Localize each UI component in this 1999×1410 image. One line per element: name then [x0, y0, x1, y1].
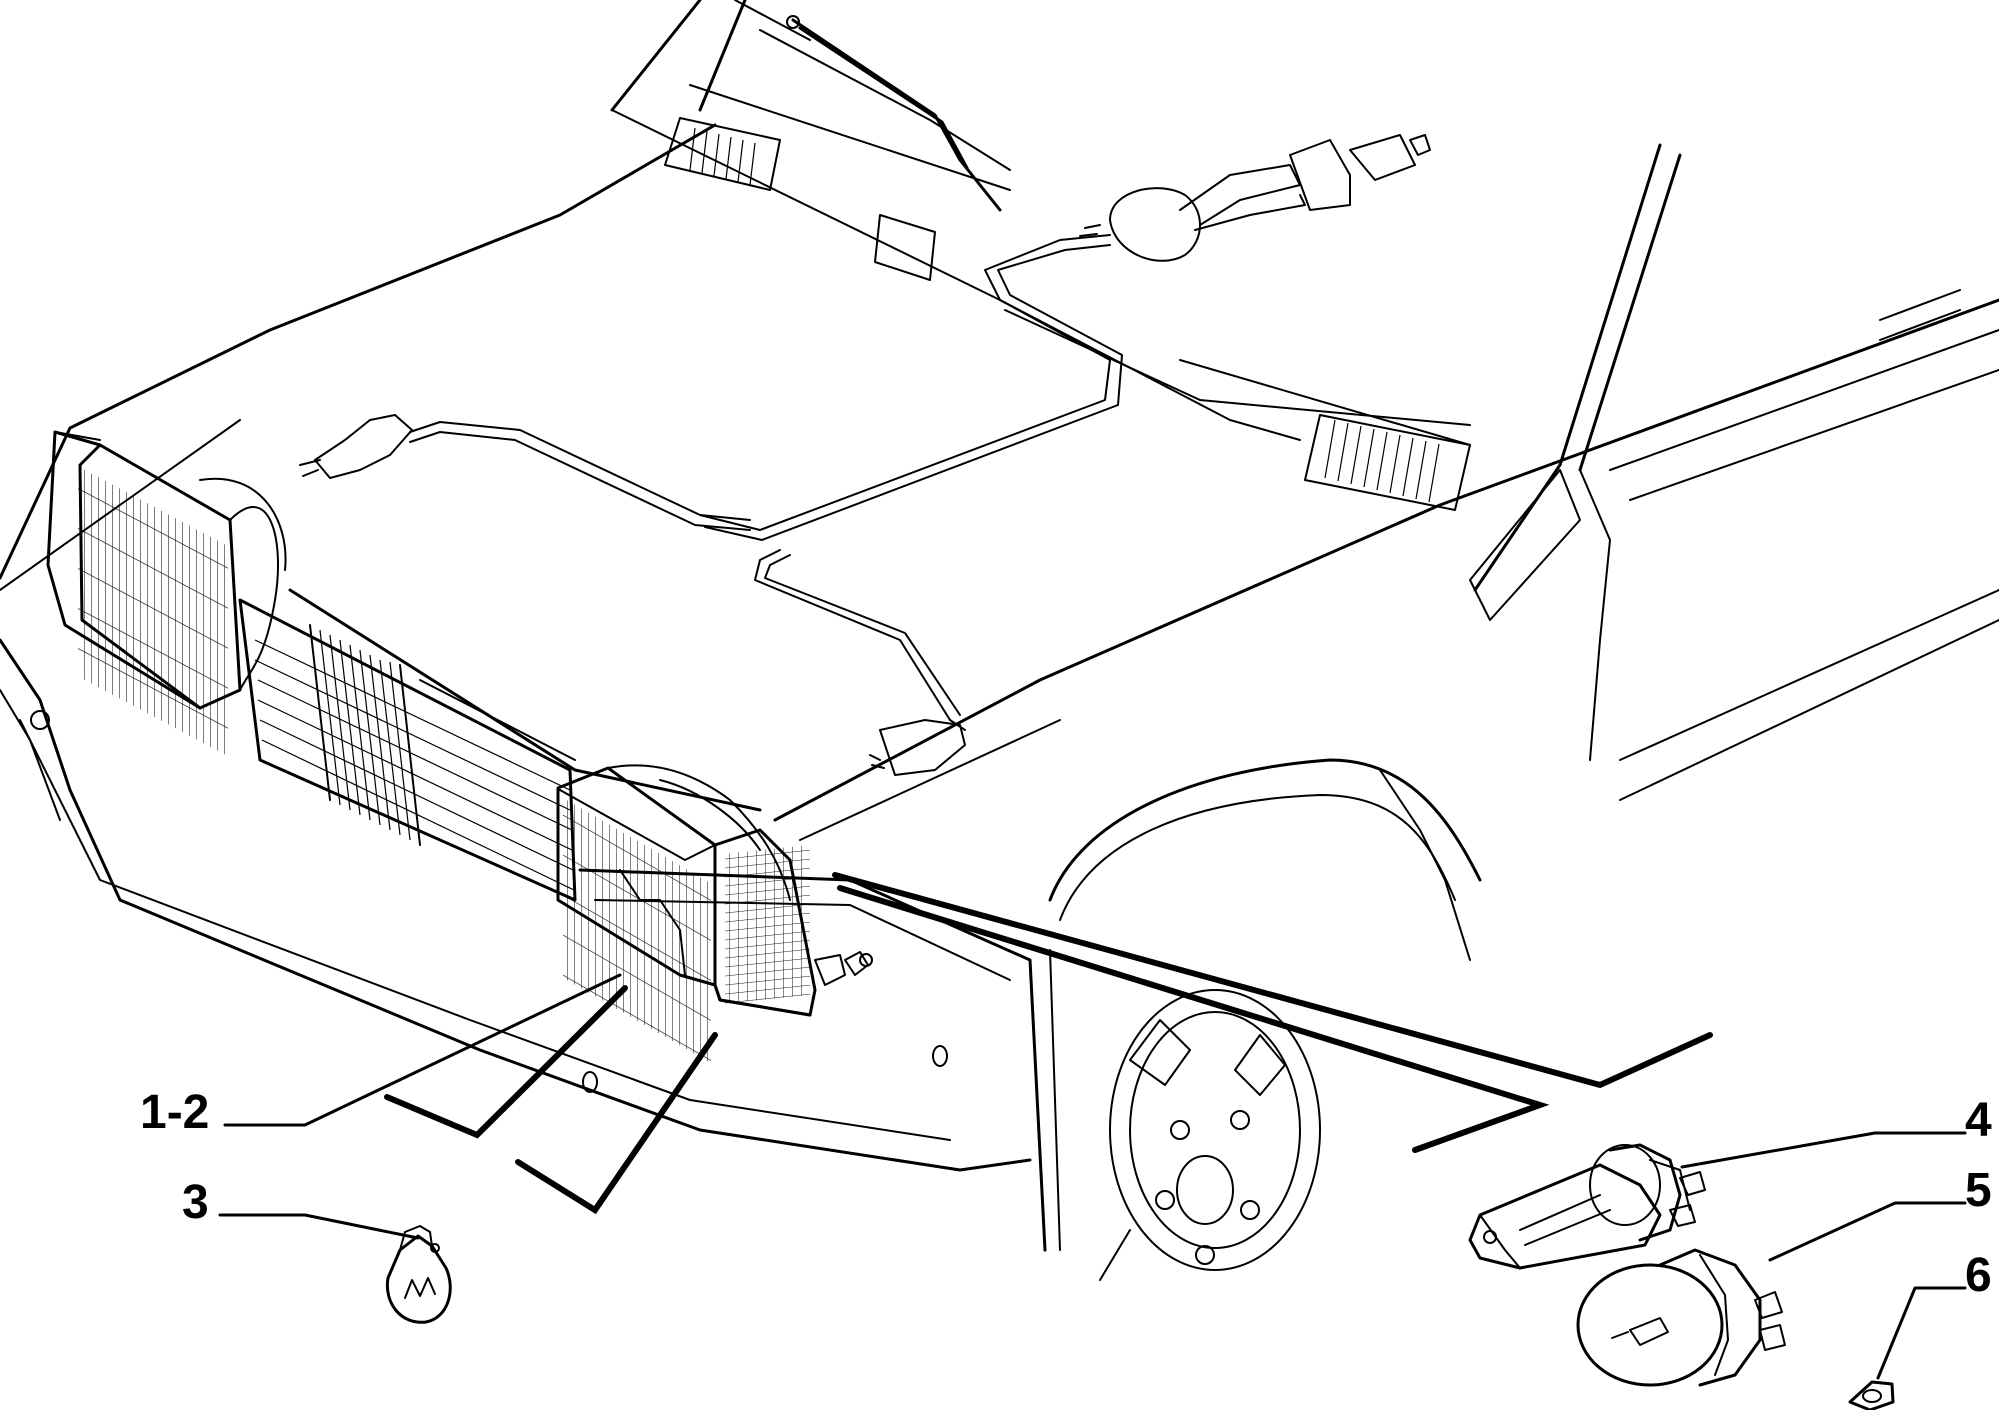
- label-3: 3: [182, 1176, 209, 1229]
- car-body: [0, 0, 1999, 1281]
- part-5-bulb: [1576, 1248, 1786, 1387]
- callout-lines: [384, 872, 1713, 1215]
- radiator-grille: [238, 598, 577, 902]
- label-1-2: 1-2: [140, 1086, 209, 1139]
- wiring-harness: [299, 134, 1431, 776]
- label-4: 4: [1965, 1094, 1992, 1147]
- part-6-bulb: [1848, 1380, 1895, 1410]
- leader-lines: [218, 973, 1967, 1380]
- left-headlamp: [46, 430, 287, 757]
- part-3-bulb: [385, 1225, 452, 1324]
- right-headlamp-indicator: [556, 764, 873, 1064]
- part-4-h4-bulb: [1468, 1143, 1706, 1270]
- label-5: 5: [1965, 1164, 1992, 1217]
- label-6: 6: [1965, 1249, 1992, 1302]
